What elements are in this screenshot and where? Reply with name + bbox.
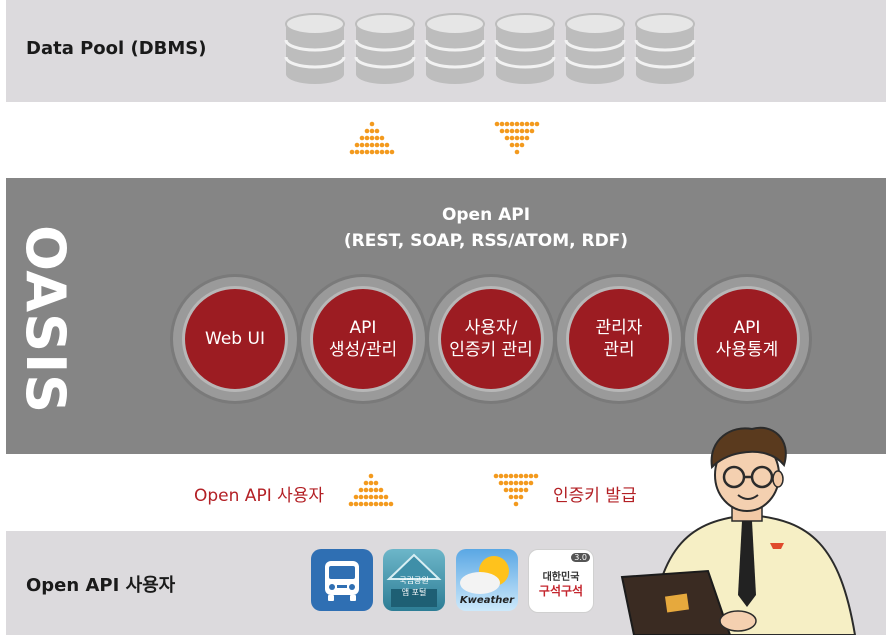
arrow-up-icon — [348, 473, 394, 507]
database-icon — [564, 13, 626, 84]
module-user-key-management: 사용자/인증키 관리 — [426, 274, 556, 404]
module-label: 생성/관리 — [328, 340, 398, 360]
database-icon — [284, 13, 346, 84]
data-pool-band: Data Pool (DBMS) — [6, 0, 886, 102]
module-label: API — [733, 318, 761, 338]
oasis-title: OASIS — [10, 214, 82, 424]
arrow-up-icon — [349, 121, 395, 155]
module-label: 관리 — [603, 340, 635, 360]
version-badge: 3.0 — [571, 553, 590, 562]
database-icon — [634, 13, 696, 84]
open-api-heading-line1: Open API — [441, 205, 531, 225]
korea-app-line1: 대한민국 — [542, 572, 580, 583]
module-web-ui: Web UI — [170, 274, 300, 404]
module-label: API — [349, 318, 377, 338]
arrow-down-icon — [493, 473, 539, 507]
oasis-platform-band: OASIS Open API (REST, SOAP, RSS/ATOM, RD… — [6, 178, 886, 454]
park-app-line1: 국립공원 — [399, 576, 429, 585]
oasis-title-text: OASIS — [14, 224, 78, 414]
arrow-down-icon — [494, 121, 540, 155]
park-app-line2: 앱 포털 — [401, 588, 427, 597]
module-label: 관리자 — [595, 318, 643, 338]
weather-app-label: Kweather — [459, 595, 515, 606]
data-pool-label: Data Pool (DBMS) — [26, 38, 207, 59]
module-label: 사용통계 — [715, 340, 779, 360]
module-label: Web UI — [205, 329, 265, 349]
open-api-users-label: Open API 사용자 — [26, 575, 176, 596]
national-park-app-icon: 국립공원 앱 포털 — [383, 549, 445, 611]
open-api-heading-line2: (REST, SOAP, RSS/ATOM, RDF) — [343, 231, 629, 251]
module-label: 인증키 관리 — [449, 340, 533, 360]
database-group — [284, 10, 714, 92]
developer-illustration — [620, 426, 857, 635]
weather-app-icon: Kweather — [456, 549, 518, 611]
korea-travel-app-icon: 3.0 대한민국 구석구석 — [528, 549, 594, 613]
open-api-heading: Open API (REST, SOAP, RSS/ATOM, RDF) — [286, 202, 686, 254]
bus-app-icon — [311, 549, 373, 611]
database-icon — [494, 13, 556, 84]
database-icon — [424, 13, 486, 84]
module-label: 사용자/ — [464, 318, 518, 338]
korea-app-line2: 구석구석 — [538, 584, 584, 598]
flow-label-key-issuance: 인증키 발급 — [553, 486, 637, 506]
database-icon — [354, 13, 416, 84]
flow-label-open-api-user: Open API 사용자 — [194, 486, 325, 506]
